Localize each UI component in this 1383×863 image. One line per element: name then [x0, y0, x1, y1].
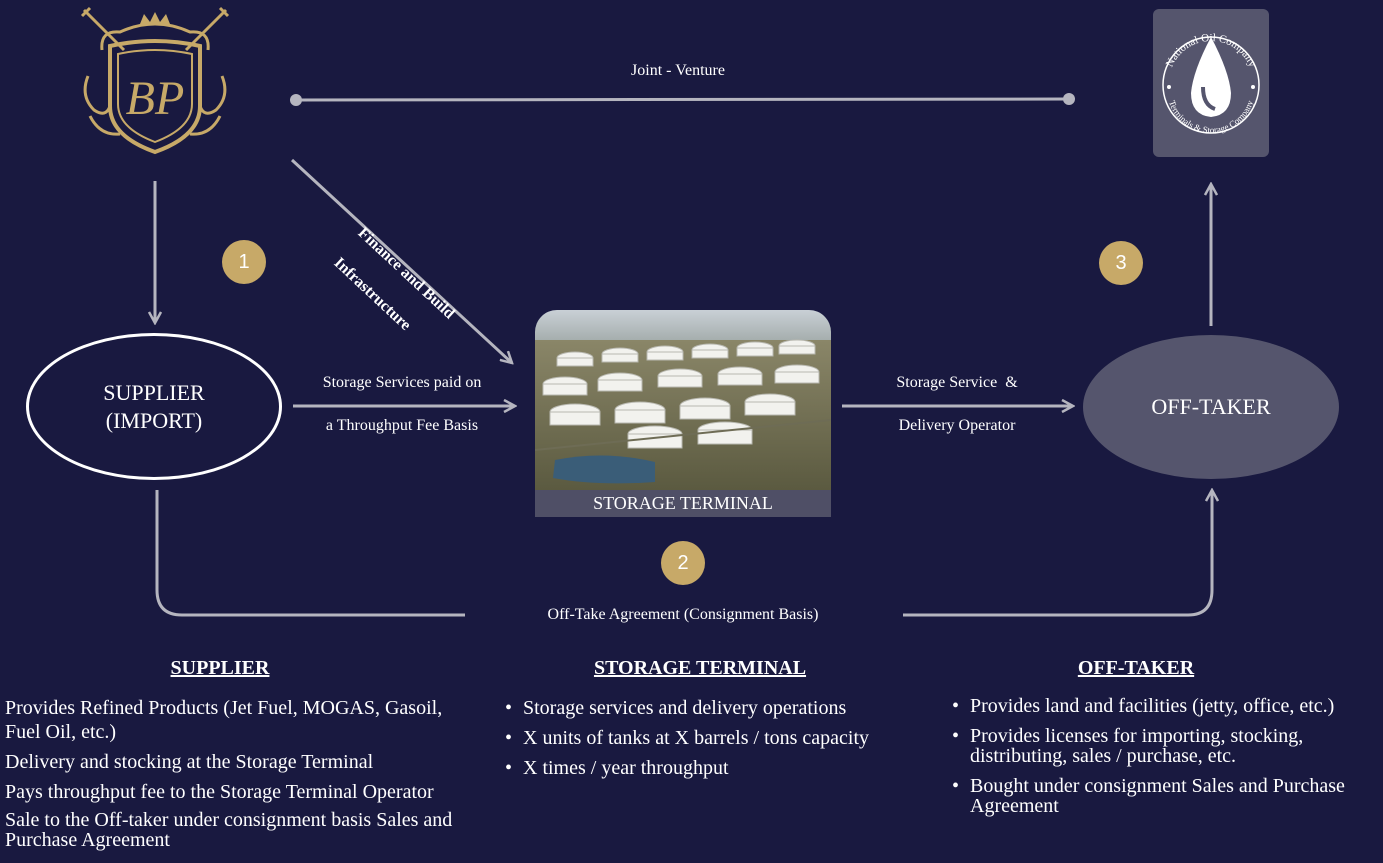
- offtake-agreement-label: Off-Take Agreement (Consignment Basis): [547, 606, 819, 623]
- list-item: Pays throughput fee to the Storage Termi…: [5, 781, 434, 803]
- offtaker-node-label: OFF-TAKER: [1151, 394, 1271, 419]
- joint-venture-line: [295, 97, 1070, 102]
- list-item: X units of tanks at X barrels / tons cap…: [505, 726, 905, 750]
- terminal-to-offtaker-label-line1: Storage Service &: [896, 374, 1018, 391]
- list-item: Sale to the Off-taker under consignment …: [5, 809, 453, 851]
- offtaker-column-title: OFF-TAKER: [1077, 657, 1195, 679]
- noc-logo: National Oil Company Terminals & Storage…: [1153, 9, 1269, 157]
- bp-monogram: BP: [126, 72, 185, 125]
- step-badge-3: 3: [1099, 241, 1143, 285]
- terminal-column-list: Storage services and delivery operations…: [505, 696, 905, 786]
- joint-venture-label: Joint - Venture: [631, 62, 725, 79]
- offtake-agreement-right-path: [903, 490, 1212, 617]
- storage-terminal-photo: [535, 310, 831, 490]
- offtake-agreement-left-path: [155, 490, 465, 617]
- supplier-to-terminal-label-line1: Storage Services paid on: [322, 374, 482, 391]
- supplier-node-line1: SUPPLIER: [103, 379, 205, 405]
- terminal-to-offtaker-label-line2: Delivery Operator: [898, 417, 1016, 434]
- list-item: Provides land and facilities (jetty, off…: [952, 696, 1377, 716]
- joint-venture-endpoint-left: [290, 94, 302, 106]
- supplier-to-terminal-label-line2: a Throughput Fee Basis: [325, 417, 479, 434]
- terminal-column-title: STORAGE TERMINAL: [593, 657, 807, 679]
- bp-crest-logo: BP: [80, 6, 230, 158]
- arrow-bp-to-terminal: [290, 158, 512, 363]
- offtaker-node: OFF-TAKER: [1083, 335, 1339, 479]
- list-item: Provides licenses for importing, stockin…: [952, 726, 1377, 766]
- step-badge-1: 1: [222, 240, 266, 284]
- step-badge-2: 2: [661, 541, 705, 585]
- joint-venture-endpoint-right: [1063, 93, 1075, 105]
- supplier-node-line2: (IMPORT): [105, 407, 203, 433]
- list-item: Bought under consignment Sales and Purch…: [952, 776, 1377, 816]
- list-item: X times / year throughput: [505, 756, 905, 780]
- storage-terminal-caption: STORAGE TERMINAL: [535, 490, 831, 517]
- list-item: Storage services and delivery operations: [505, 696, 905, 720]
- list-item: Provides Refined Products (Jet Fuel, MOG…: [5, 697, 443, 743]
- oil-drop-icon: [1191, 37, 1231, 117]
- supplier-column-list: Provides Refined Products (Jet Fuel, MOG…: [5, 696, 475, 856]
- supplier-node: SUPPLIER (IMPORT): [26, 333, 282, 480]
- offtaker-column-list: Provides land and facilities (jetty, off…: [952, 696, 1377, 822]
- supplier-column-title: SUPPLIER: [170, 657, 270, 679]
- list-item: Delivery and stocking at the Storage Ter…: [5, 751, 374, 773]
